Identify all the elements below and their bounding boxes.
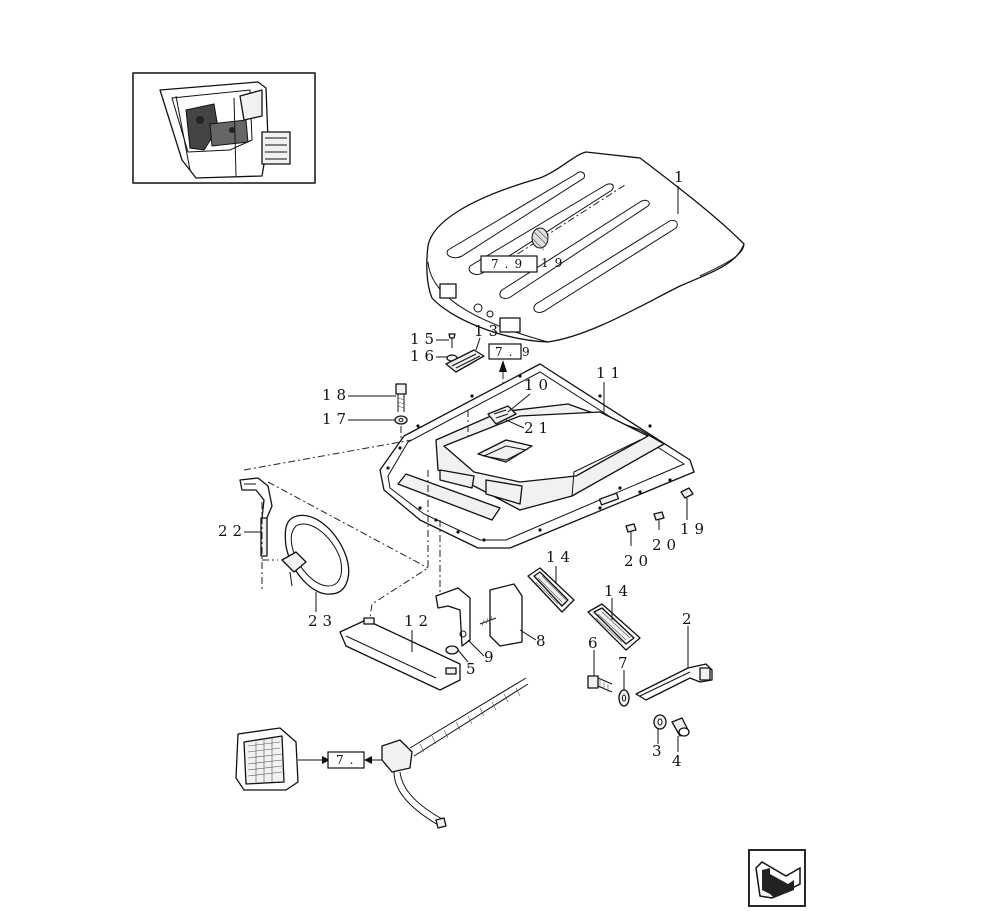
label-20a: 20 bbox=[624, 552, 653, 570]
sun-visor-12 bbox=[339, 617, 461, 691]
roof-light-socket bbox=[531, 227, 549, 251]
label-14b: 14 bbox=[604, 582, 633, 600]
switch-10 bbox=[487, 405, 517, 425]
screw-19 bbox=[680, 487, 694, 510]
label-22: 22 bbox=[218, 522, 247, 540]
bushing-3 bbox=[653, 714, 667, 730]
cab-overview-icon bbox=[159, 81, 291, 179]
reference-box-7: 7. 9 bbox=[488, 343, 536, 360]
label-19: 19 bbox=[680, 520, 709, 538]
label-23: 23 bbox=[308, 612, 337, 630]
svg-text:7.: 7. bbox=[495, 345, 518, 359]
reference-suffix-mid: 9 bbox=[522, 345, 536, 359]
label-20b: 20 bbox=[652, 536, 681, 554]
label-16: 16 bbox=[410, 347, 439, 365]
coat-hook-8 bbox=[479, 583, 523, 647]
label-12: 12 bbox=[404, 612, 433, 630]
screw-20b bbox=[625, 523, 637, 546]
roof-liner-11 bbox=[379, 363, 695, 549]
label-11: 11 bbox=[596, 364, 625, 382]
label-21: 21 bbox=[524, 419, 553, 437]
washer-17 bbox=[394, 415, 408, 425]
bolt-6 bbox=[587, 675, 613, 693]
label-13: 13 bbox=[474, 322, 503, 340]
reference-suffix: 19 bbox=[541, 256, 568, 270]
label-5: 5 bbox=[466, 660, 481, 678]
label-8: 8 bbox=[536, 632, 551, 650]
work-light bbox=[235, 727, 299, 791]
label-10: 10 bbox=[524, 376, 553, 394]
bolt-18 bbox=[395, 383, 407, 412]
mirror-23 bbox=[281, 514, 350, 595]
cab-overview-thumbnail bbox=[132, 72, 316, 184]
label-17: 17 bbox=[322, 410, 351, 428]
washer-5 bbox=[445, 645, 459, 655]
label-3: 3 bbox=[652, 742, 667, 760]
screw-20a bbox=[653, 511, 665, 530]
interior-lamp-13 bbox=[445, 349, 485, 373]
previous-page-arrow-icon[interactable] bbox=[748, 849, 806, 907]
label-14a: 14 bbox=[546, 548, 575, 566]
reference-box-7-bottom: 7. bbox=[327, 751, 365, 769]
svg-text:7.: 7. bbox=[336, 753, 359, 767]
bracket-9 bbox=[435, 587, 471, 647]
cap-4 bbox=[671, 717, 690, 737]
mirror-bracket-22 bbox=[239, 477, 273, 557]
label-6: 6 bbox=[588, 634, 603, 652]
svg-text:7.9: 7.9 bbox=[491, 257, 528, 271]
label-15: 15 bbox=[410, 330, 439, 348]
label-4: 4 bbox=[672, 752, 687, 770]
label-7: 7 bbox=[618, 654, 633, 672]
washer-7 bbox=[618, 689, 630, 707]
grab-handle-2 bbox=[635, 663, 713, 701]
label-9: 9 bbox=[484, 648, 499, 666]
label-18: 18 bbox=[322, 386, 351, 404]
label-2: 2 bbox=[682, 610, 697, 628]
vent-grille-14b bbox=[587, 603, 641, 651]
label-1: 1 bbox=[674, 168, 689, 186]
wiring-harness-cable bbox=[381, 677, 529, 829]
screw-15 bbox=[448, 333, 456, 348]
liner-mount-holes bbox=[386, 374, 672, 542]
roof-cover bbox=[426, 151, 745, 343]
vent-grille-14a bbox=[527, 567, 575, 613]
reference-box-7-9: 7.9 19 bbox=[480, 255, 568, 273]
